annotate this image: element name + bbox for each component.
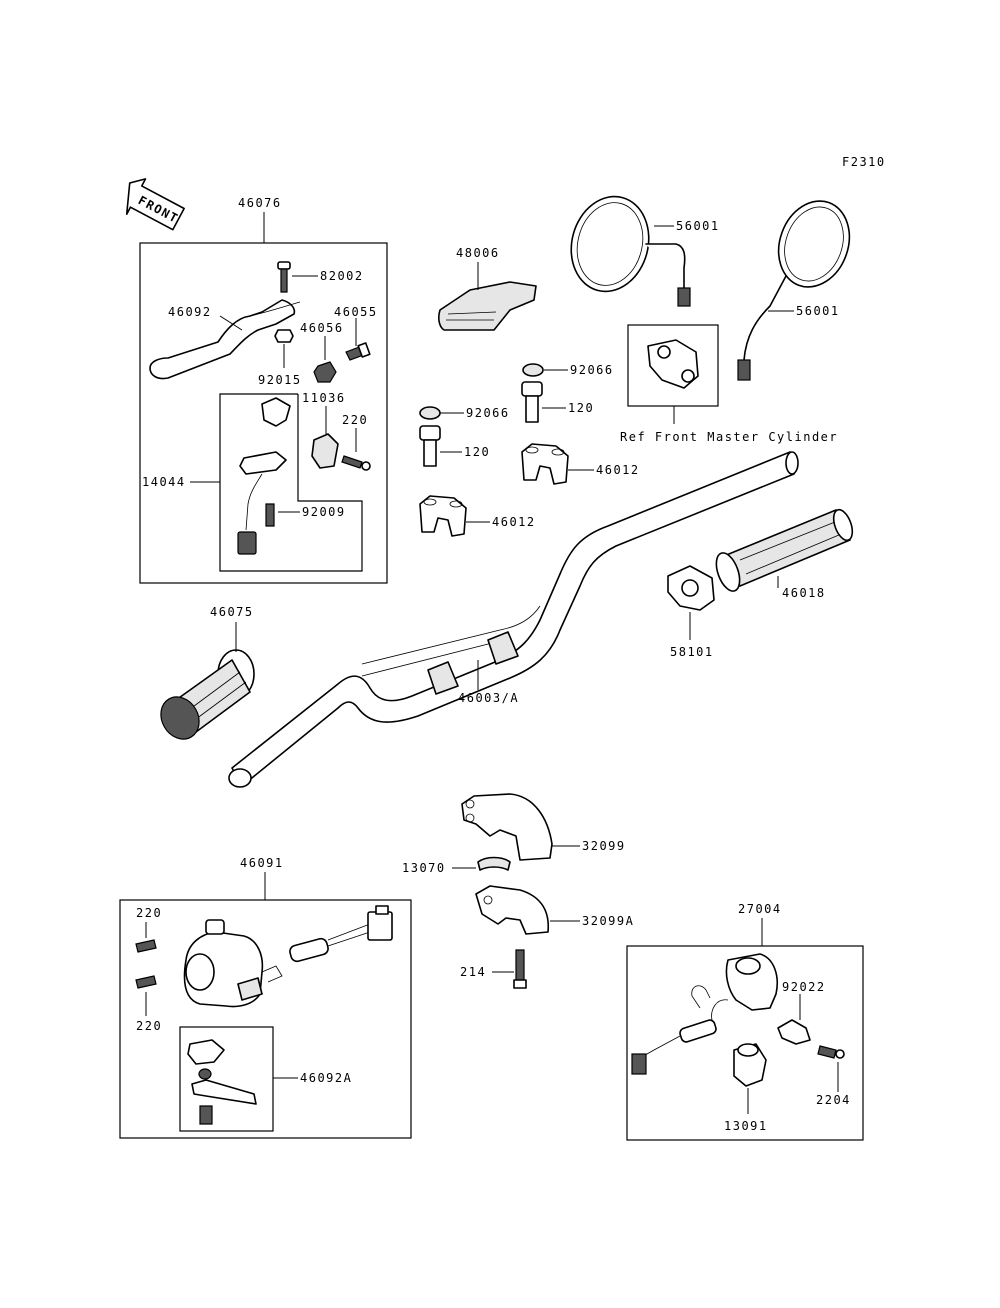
label-46075: 46075	[210, 605, 254, 619]
front-arrow-icon: FRONT	[125, 178, 185, 231]
label-11036: 11036	[302, 391, 346, 405]
handlebar-group: 46003/A	[228, 451, 799, 788]
label-48006: 48006	[456, 246, 500, 260]
label-46056: 46056	[300, 321, 344, 335]
label-92022: 92022	[782, 980, 826, 994]
connector-46091	[367, 911, 393, 941]
label-46091: 46091	[240, 856, 284, 870]
clamp-32099a	[475, 885, 549, 935]
ring-13070	[477, 856, 511, 871]
left-grip-group: 46075	[160, 605, 255, 740]
nut-92015	[274, 329, 294, 343]
master-cylinder-ref: Ref Front Master Cylinder	[620, 324, 838, 444]
label-46012-lower: 46012	[492, 515, 536, 529]
bracket-11036	[261, 397, 291, 427]
switch-connector	[237, 531, 257, 555]
clutch-lever-part	[149, 299, 296, 380]
label-56001-left: 56001	[676, 219, 720, 233]
grip-46018	[723, 509, 851, 587]
label-2204: 2204	[816, 1093, 851, 1107]
label-14044: 14044	[142, 475, 186, 489]
label-27004: 27004	[738, 902, 782, 916]
label-92009: 92009	[302, 505, 346, 519]
mirror-left-group: 56001	[737, 200, 851, 381]
lever-cover-group: 48006	[438, 246, 537, 331]
switch-bracket	[239, 451, 287, 475]
bolt-120-left	[419, 425, 441, 441]
clip-92022	[777, 1019, 811, 1045]
clutch-lever-group: 46076 14044 82002 46092 92015 46056 4605…	[139, 196, 388, 584]
lever-part-a	[187, 1039, 225, 1065]
clamp-group: 32099 13070 32099A 214	[402, 793, 634, 989]
clamp-32099	[461, 793, 553, 861]
holder-46012-lower	[419, 495, 467, 537]
label-120-left: 120	[464, 445, 490, 459]
label-46055: 46055	[334, 305, 378, 319]
label-220-lower: 220	[136, 1019, 162, 1033]
label-92066-left: 92066	[466, 406, 510, 420]
handlebar-46003	[231, 451, 795, 787]
label-46092a: 46092A	[300, 1071, 352, 1085]
right-switch-group: 27004 92022 2204 13091	[626, 902, 864, 1141]
label-92066-right: 92066	[570, 363, 614, 377]
label-220-upper: 220	[136, 906, 162, 920]
mirror-right-group: 56001	[570, 195, 720, 307]
screw-220-upper	[135, 939, 157, 953]
screw-2204	[817, 1045, 837, 1059]
bolt-82002	[277, 261, 291, 293]
mirror-56001-left	[570, 195, 650, 293]
screw-214	[515, 949, 525, 981]
label-46012-upper: 46012	[596, 463, 640, 477]
mirror-56001-right	[777, 200, 851, 288]
screw-220-top	[341, 455, 363, 469]
lever-screw	[199, 1105, 213, 1125]
figure-code: F2310	[842, 155, 886, 169]
label-92015: 92015	[258, 373, 302, 387]
label-46018: 46018	[782, 586, 826, 600]
lever-part-b	[191, 1079, 257, 1105]
lever-inner-box	[179, 1026, 274, 1132]
holder-bolts-group: 92066 120 92066 120 46012 46012	[419, 363, 640, 537]
label-13091: 13091	[724, 1119, 768, 1133]
lever-cover-48006	[438, 281, 537, 331]
label-56001-right: 56001	[796, 304, 840, 318]
label-32099a: 32099A	[582, 914, 634, 928]
grip-46075-end	[160, 696, 200, 740]
throttle-grip-group: 46018 58101	[667, 508, 854, 659]
label-46003-a: 46003/A	[458, 691, 519, 705]
adjuster-46056	[313, 361, 337, 383]
label-220-top: 220	[342, 413, 368, 427]
left-switch-group: 46091 220 220 46092A	[119, 856, 412, 1139]
ref-front-master-cylinder: Ref Front Master Cylinder	[620, 430, 838, 444]
master-cylinder-ref-box	[627, 324, 719, 407]
holder-46012-upper	[521, 443, 569, 485]
washer-92066-left	[419, 406, 441, 420]
bolt-92009	[265, 503, 275, 527]
switch-inner-box	[219, 393, 363, 572]
screw-220-lower	[135, 975, 157, 989]
connector-27004	[631, 1053, 647, 1075]
right-switch-box	[626, 945, 864, 1141]
washer-92066-right	[522, 363, 544, 377]
label-58101: 58101	[670, 645, 714, 659]
label-46092: 46092	[168, 305, 212, 319]
label-214: 214	[460, 965, 486, 979]
label-120-right: 120	[568, 401, 594, 415]
label-13070: 13070	[402, 861, 446, 875]
label-82002: 82002	[320, 269, 364, 283]
bolt-120-right	[521, 381, 543, 397]
label-46076: 46076	[238, 196, 282, 210]
label-32099: 32099	[582, 839, 626, 853]
